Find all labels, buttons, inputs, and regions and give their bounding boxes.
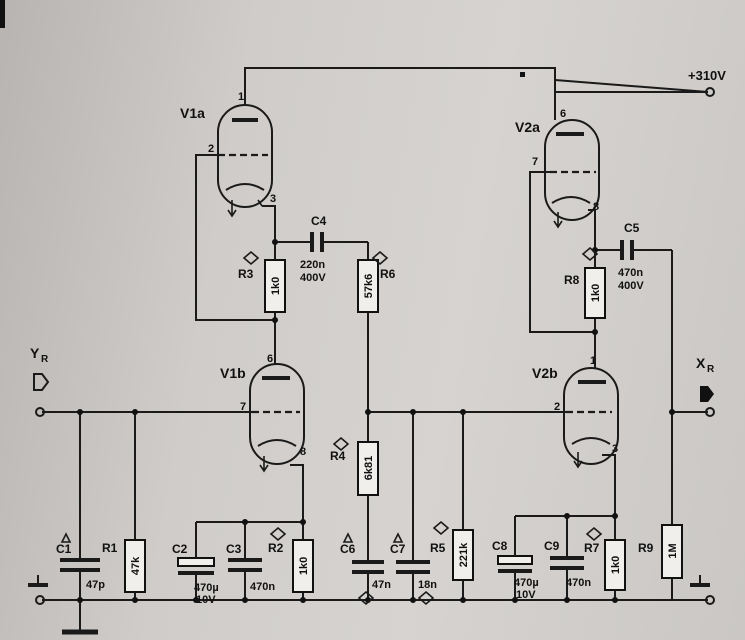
input-arrow-icon (33, 373, 50, 391)
pin: 3 (270, 193, 276, 205)
tube-v1a-label: V1a (180, 105, 205, 121)
r1-name: R1 (102, 541, 118, 555)
c9-name: C9 (544, 539, 560, 553)
output-sub: R (707, 364, 715, 375)
c5-name: C5 (624, 221, 640, 235)
r3-name: R3 (238, 267, 254, 281)
c6-value: 47n (372, 579, 391, 591)
c7-name: C7 (390, 542, 406, 556)
pin: 8 (593, 201, 599, 213)
r2-value: 1k0 (298, 557, 310, 575)
c1-name: C1 (56, 542, 72, 556)
r6-value: 57k6 (363, 274, 375, 298)
pin: 1 (590, 355, 596, 367)
output-arrow-icon (700, 386, 714, 402)
tube-v2b (563, 367, 619, 469)
r2-name: R2 (268, 541, 284, 555)
r9-value: 1M (667, 543, 679, 558)
tube-v1b-label: V1b (220, 365, 246, 381)
r7-name: R7 (584, 541, 600, 555)
pin: 3 (612, 443, 618, 455)
c6-name: C6 (340, 542, 356, 556)
r4-name: R4 (330, 449, 346, 463)
pin: 6 (560, 108, 566, 120)
c8-value: 470µ (514, 577, 539, 589)
r3-value: 1k0 (270, 277, 282, 295)
c1-value: 47p (86, 579, 105, 591)
resistor-r5-body (452, 529, 474, 581)
pin: 1 (238, 91, 244, 103)
c2-voltage: 10V (196, 594, 216, 606)
r4-value: 6k81 (363, 456, 375, 480)
resistor-r9-body (661, 524, 683, 579)
resistor-r4-body (357, 441, 379, 496)
tube-v1b (249, 363, 305, 473)
r7-value: 1k0 (610, 556, 622, 574)
resistor-r1-body (124, 539, 146, 593)
resistor-r2-body (292, 539, 314, 593)
tube-v2b-label: V2b (532, 365, 558, 381)
c8-voltage: 10V (516, 589, 536, 601)
c9-value: 470n (566, 577, 591, 589)
r5-name: R5 (430, 541, 446, 555)
junction-dots (77, 72, 675, 603)
tube-v1a (217, 104, 273, 218)
c4-voltage: 400V (300, 272, 326, 284)
c5-value: 470n (618, 267, 643, 279)
tube-v2a (544, 119, 600, 229)
tolerance-markers (60, 246, 603, 606)
pin: 7 (532, 156, 538, 168)
r5-value: 221k (458, 542, 470, 567)
c7-value: 18n (418, 579, 437, 591)
tube-v2a-label: V2a (515, 119, 540, 135)
c4-value: 220n (300, 259, 325, 271)
page-corner-mark (0, 0, 5, 28)
c5-voltage: 400V (618, 280, 644, 292)
r9-name: R9 (638, 541, 654, 555)
input-sub: R (41, 354, 49, 365)
r1-value: 47k (130, 556, 142, 575)
c2-name: C2 (172, 542, 188, 556)
input-label: Y (30, 345, 40, 361)
c4-name: C4 (311, 214, 327, 228)
resistor-r7-body (604, 539, 626, 591)
r6-name: R6 (380, 267, 396, 281)
c2-value: 470µ (194, 582, 219, 594)
c3-name: C3 (226, 542, 242, 556)
c8-name: C8 (492, 539, 508, 553)
r8-value: 1k0 (590, 284, 602, 302)
terminals (28, 87, 715, 605)
resistor-r6-body (357, 259, 379, 313)
supply-label: +310V (688, 68, 726, 83)
c3-value: 470n (250, 581, 275, 593)
pin: 8 (300, 446, 306, 458)
r8-name: R8 (564, 273, 580, 287)
output-label: X (696, 355, 706, 371)
pin: 6 (267, 353, 273, 365)
resistor-r3-body (264, 259, 286, 313)
capacitor-plates (60, 232, 642, 580)
pin: 2 (554, 401, 560, 413)
pin: 7 (240, 401, 246, 413)
pin: 2 (208, 143, 214, 155)
resistor-r8-body (584, 267, 606, 319)
